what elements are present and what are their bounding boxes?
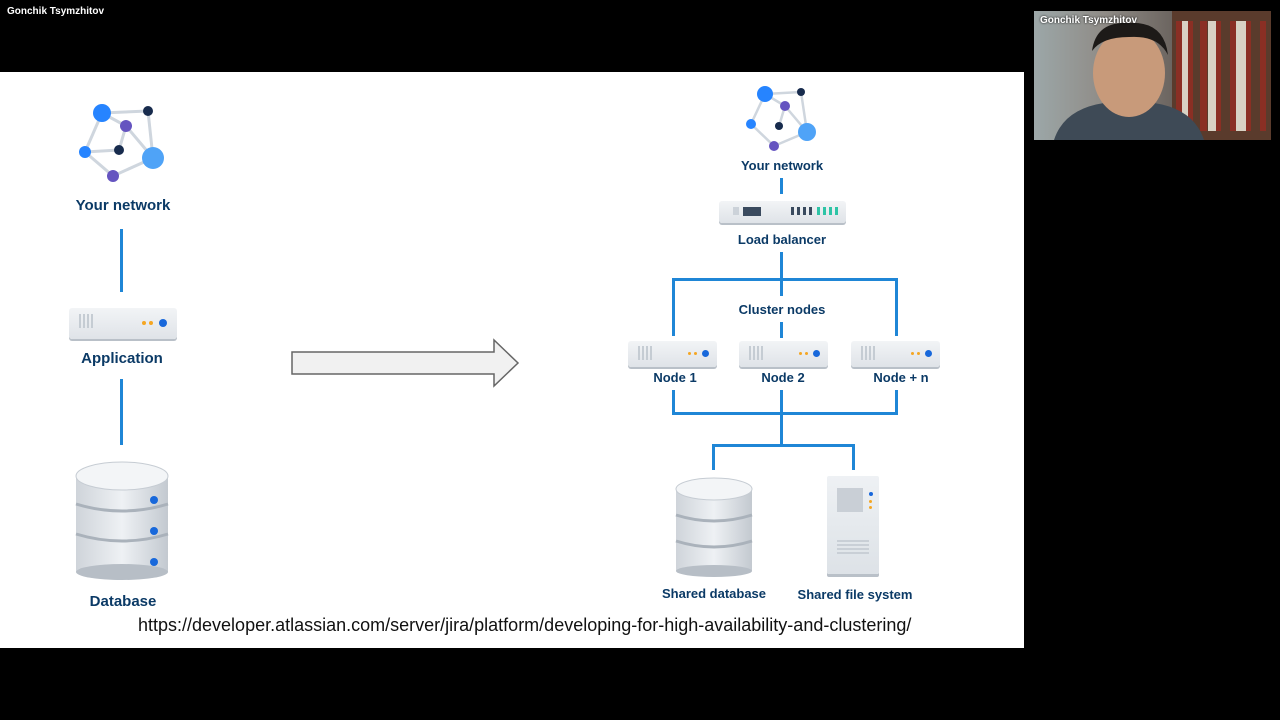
node-server-icon bbox=[851, 341, 940, 367]
connector bbox=[780, 252, 783, 280]
cluster-nodes-label: Cluster nodes bbox=[738, 302, 826, 317]
source-url: https://developer.atlassian.com/server/j… bbox=[138, 615, 912, 635]
network-icon bbox=[746, 86, 816, 151]
connector bbox=[895, 390, 898, 414]
connector bbox=[780, 278, 783, 296]
load-balancer-icon bbox=[719, 201, 846, 223]
connector bbox=[672, 390, 675, 414]
person-silhouette-icon bbox=[1054, 11, 1271, 140]
file-server-icon bbox=[827, 476, 879, 574]
connector bbox=[895, 278, 898, 336]
connector bbox=[672, 278, 898, 281]
connector bbox=[780, 178, 783, 194]
shared-file-system-label: Shared file system bbox=[797, 587, 913, 602]
webcam-video: Gonchik Tsymzhitov bbox=[1034, 11, 1271, 140]
shared-database-icon bbox=[675, 477, 753, 577]
slide: Your network Application Database bbox=[0, 72, 1024, 648]
node-label: Node 2 bbox=[761, 370, 805, 385]
application-server-icon bbox=[69, 308, 177, 339]
presenter-name: Gonchik Tsymzhitov bbox=[7, 6, 105, 17]
node-label: Node + n bbox=[873, 370, 929, 385]
left-network-label: Your network bbox=[75, 197, 171, 214]
shared-database-label: Shared database bbox=[661, 586, 767, 601]
node-label: Node 1 bbox=[653, 370, 697, 385]
node-server-icon bbox=[739, 341, 828, 367]
node-server-icon bbox=[628, 341, 717, 367]
connector bbox=[672, 412, 898, 415]
webcam-name-label: Gonchik Tsymzhitov bbox=[1040, 15, 1138, 26]
connector bbox=[712, 444, 855, 447]
right-network-label: Your network bbox=[740, 158, 824, 173]
application-label: Application bbox=[81, 350, 163, 367]
connector bbox=[120, 229, 123, 292]
connector bbox=[780, 390, 783, 414]
connector bbox=[672, 278, 675, 336]
database-icon bbox=[75, 461, 169, 580]
load-balancer-label: Load balancer bbox=[737, 232, 827, 247]
database-label: Database bbox=[89, 593, 157, 610]
connector bbox=[712, 444, 715, 470]
arrow-right-icon bbox=[291, 338, 520, 388]
connector bbox=[780, 412, 783, 446]
connector bbox=[852, 444, 855, 470]
connector bbox=[780, 322, 783, 338]
connector bbox=[120, 379, 123, 445]
network-icon bbox=[79, 104, 164, 182]
